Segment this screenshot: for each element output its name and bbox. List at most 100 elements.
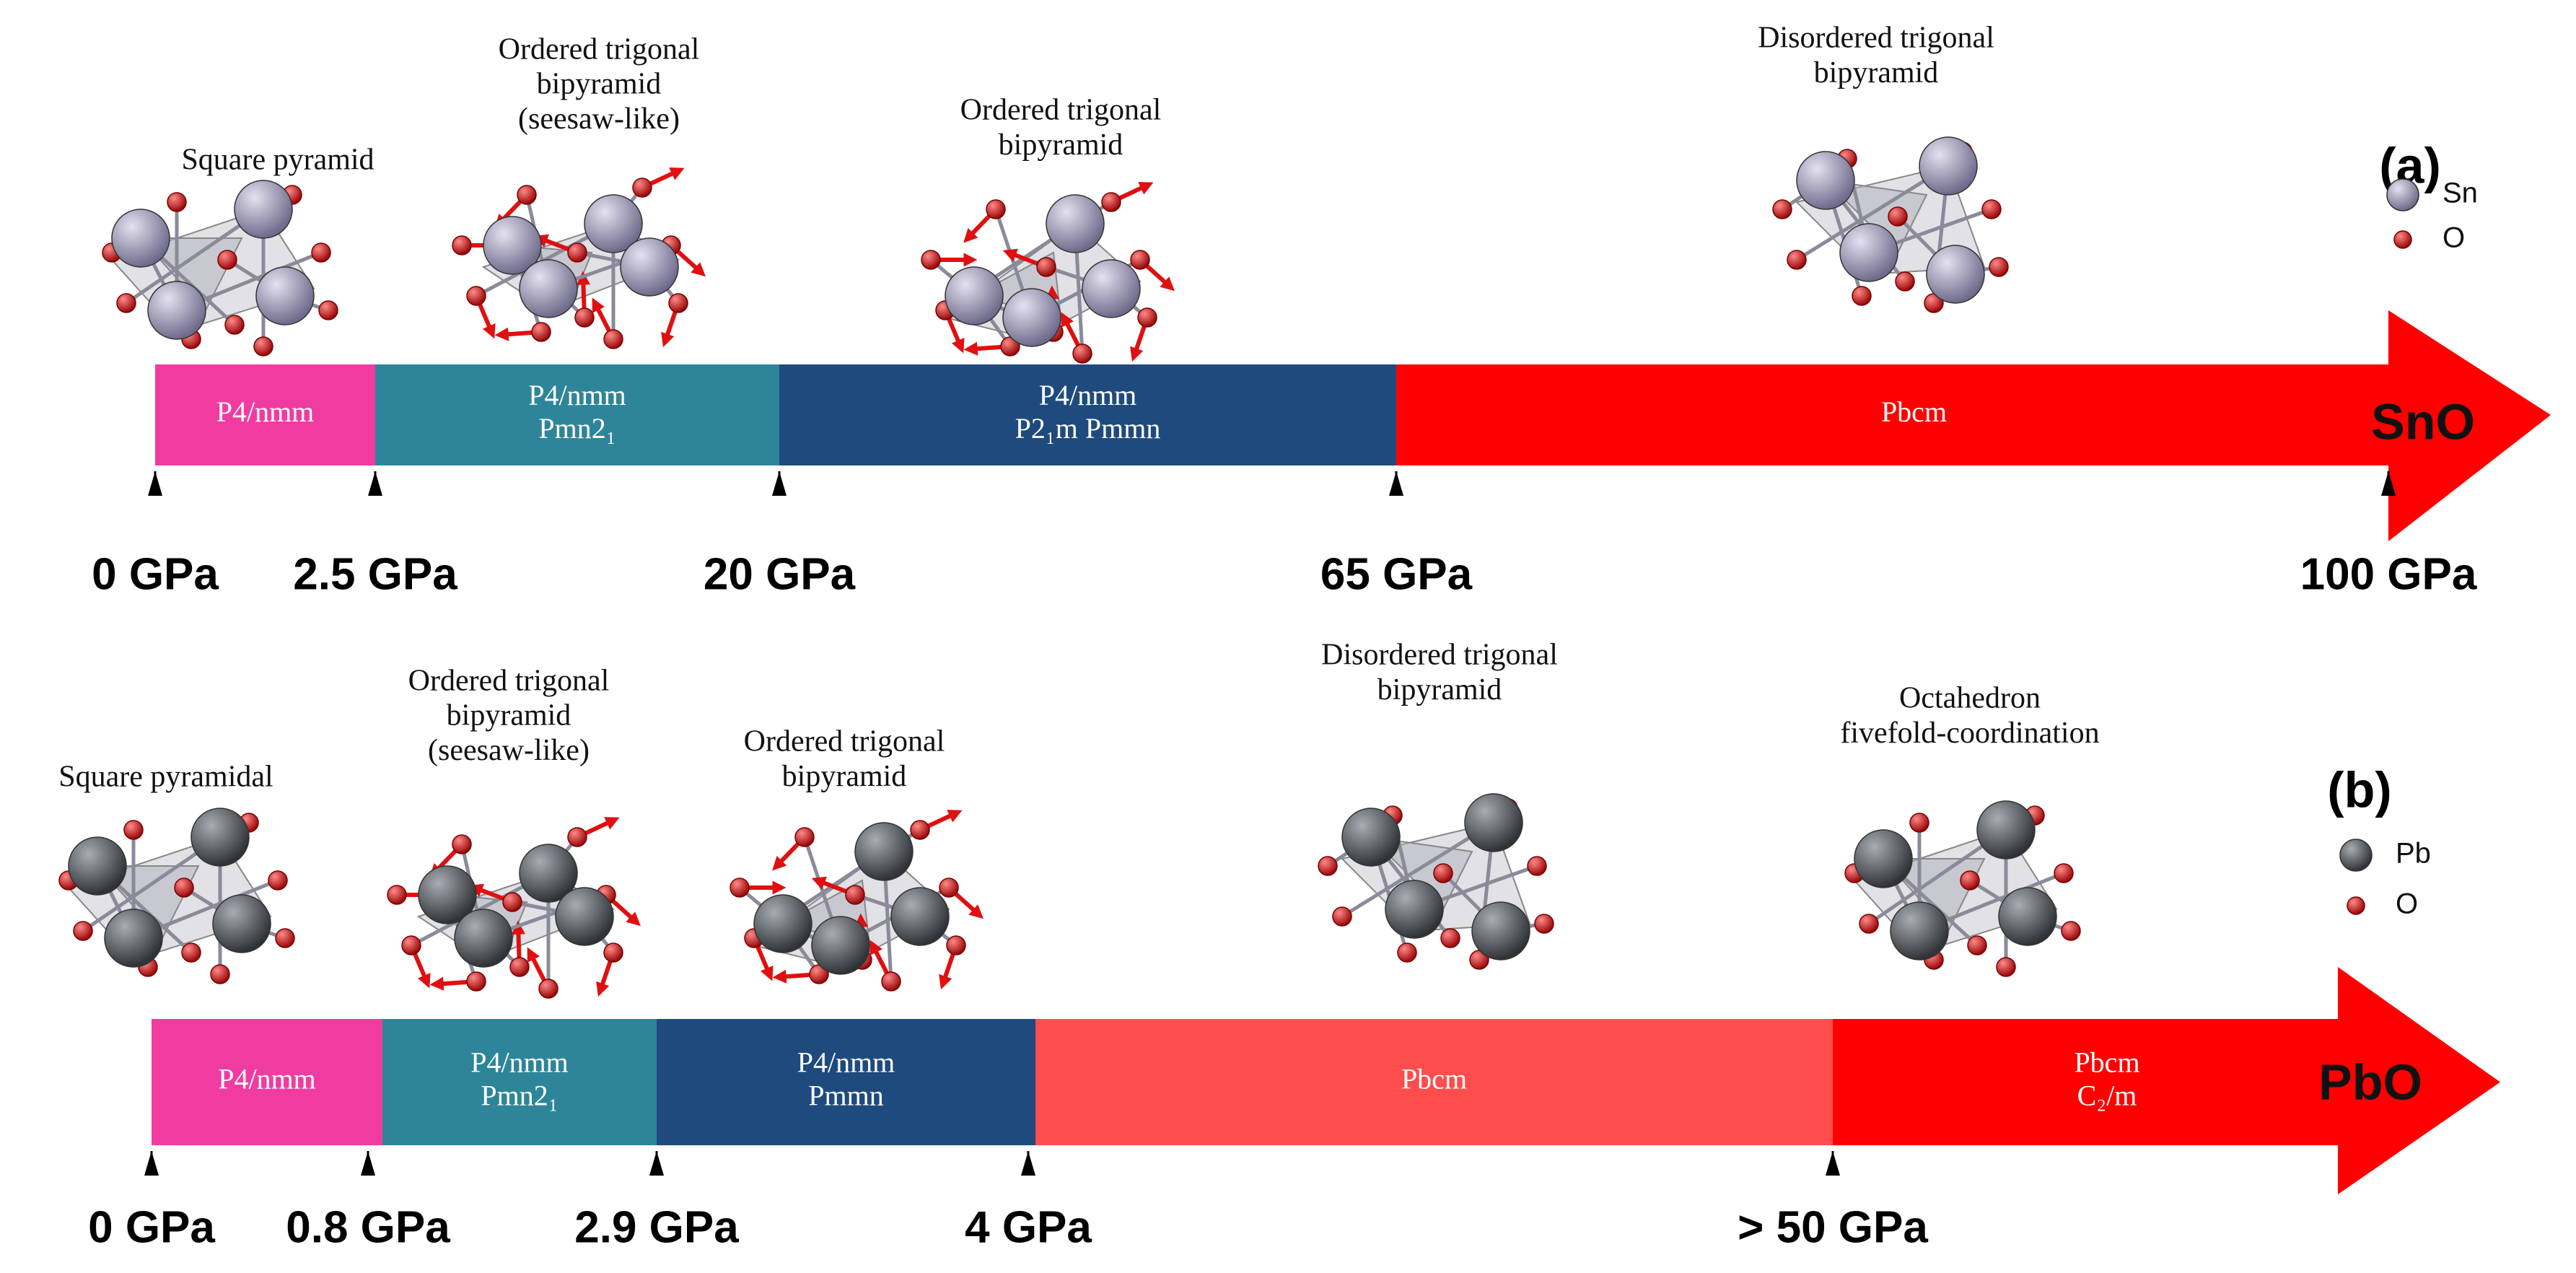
pressure-tick-label: 20 GPa: [704, 549, 856, 599]
pb-atom-icon: [1976, 800, 2036, 859]
o-atom-icon: [1787, 250, 1807, 270]
o-atom-icon: [2347, 896, 2365, 915]
sn-atom-icon: [1002, 288, 1061, 347]
sn-atom-icon: [945, 266, 1004, 325]
o-atom-icon: [1996, 957, 2016, 977]
structure-caption: bipyramid: [999, 128, 1123, 162]
o-atom-icon: [509, 957, 530, 977]
o-atom-icon: [2054, 863, 2074, 883]
structure-caption: bipyramid: [1377, 673, 1502, 707]
sn-atom-icon: [255, 266, 315, 325]
o-atom-icon: [116, 293, 136, 313]
structure-illustration: [1318, 793, 1554, 970]
phase-label: P4/nmm: [528, 379, 626, 411]
structure-caption: Ordered trigonal: [499, 32, 700, 66]
pb-atom-icon: [753, 894, 812, 953]
phase-segment: [152, 1019, 382, 1145]
pb-atom-icon: [454, 909, 513, 968]
o-atom-icon: [1318, 856, 1338, 876]
o-atom-icon: [531, 322, 551, 342]
sn-atom-icon: [1926, 245, 1985, 304]
structure-caption: bipyramid: [537, 68, 662, 101]
sn-atom-icon: [584, 194, 643, 253]
o-atom-icon: [1397, 942, 1417, 963]
pb-atom-icon: [2339, 839, 2373, 872]
structure-caption: (seesaw-like): [518, 102, 680, 136]
coordination-polyhedron: [1881, 858, 1986, 932]
o-atom-icon: [210, 964, 230, 984]
structure-caption: Square pyramid: [181, 144, 374, 177]
phase-label: P4/nmm: [218, 1063, 316, 1095]
structure-caption: bipyramid: [447, 699, 571, 732]
sn-atom-icon: [1046, 194, 1105, 253]
o-atom-icon: [174, 878, 194, 898]
o-atom-icon: [1989, 257, 2009, 277]
o-atom-icon: [632, 178, 652, 198]
o-atom-icon: [73, 921, 93, 941]
structure-caption: bipyramid: [782, 760, 907, 793]
phase-label: Pmn2₁: [481, 1080, 558, 1112]
pressure-tick-label: 0 GPa: [88, 1202, 215, 1252]
phase-label: Pbcm: [1401, 1063, 1467, 1095]
o-atom-icon: [603, 942, 623, 963]
o-atom-icon: [986, 199, 1006, 219]
phase-label: P4/nmm: [216, 395, 315, 428]
o-atom-icon: [253, 336, 273, 356]
legend-label: O: [2443, 222, 2465, 254]
structure-caption: Ordered trigonal: [744, 725, 945, 758]
o-atom-icon: [311, 242, 331, 263]
o-atom-icon: [946, 935, 966, 955]
o-atom-icon: [1895, 271, 1915, 292]
sn-atom-icon: [620, 237, 679, 297]
structure-illustration: [1772, 136, 2009, 313]
o-atom-icon: [1072, 344, 1092, 364]
phase-segment: [779, 364, 1396, 465]
coordination-polyhedron: [139, 237, 243, 312]
pb-atom-icon: [555, 887, 614, 946]
sn-atom-icon: [234, 180, 293, 239]
sn-atom-icon: [147, 281, 206, 340]
pressure-tick-label: 65 GPa: [1320, 549, 1473, 599]
o-atom-icon: [1888, 206, 1908, 227]
sn-atom-icon: [519, 259, 578, 318]
o-atom-icon: [921, 250, 941, 270]
sn-atom-icon: [1796, 151, 1855, 210]
sn-atom-icon: [1839, 223, 1898, 282]
coordination-polyhedron: [95, 865, 200, 940]
o-atom-icon: [1137, 307, 1157, 328]
phase-label: P4/nmm: [797, 1046, 895, 1079]
phase-label: Pmn2₁: [538, 412, 615, 445]
o-atom-icon: [567, 827, 587, 847]
structure-caption: (seesaw-like): [428, 734, 590, 767]
o-atom-icon: [1130, 250, 1150, 270]
o-atom-icon: [275, 928, 295, 948]
o-atom-icon: [466, 286, 486, 306]
phase-label: P4/nmm: [1039, 379, 1137, 411]
o-atom-icon: [1036, 257, 1056, 277]
o-atom-icon: [452, 834, 472, 854]
o-atom-icon: [567, 242, 587, 263]
phase-label: P4/nmm: [470, 1046, 569, 1079]
o-atom-icon: [1981, 199, 2002, 219]
o-atom-icon: [123, 820, 144, 840]
structure-caption: Square pyramidal: [58, 761, 273, 794]
structure-caption: Ordered trigonal: [408, 664, 610, 697]
pb-atom-icon: [212, 894, 271, 953]
o-atom-icon: [1534, 914, 1554, 934]
pb-atom-icon: [1385, 880, 1444, 939]
structure-caption: Ordered trigonal: [960, 93, 1162, 126]
compound-label: SnO: [2371, 393, 2475, 450]
o-atom-icon: [730, 878, 750, 898]
o-atom-icon: [668, 293, 688, 313]
o-atom-icon: [318, 300, 338, 320]
o-atom-icon: [939, 878, 959, 898]
o-atom-icon: [224, 315, 245, 335]
phase-segment: [1035, 1019, 1833, 1145]
o-atom-icon: [1909, 813, 1929, 833]
structure-illustration: [1844, 800, 2081, 977]
pb-atom-icon: [854, 822, 914, 881]
pb-atom-icon: [68, 836, 127, 896]
pressure-tick-label: 0.8 GPa: [286, 1202, 450, 1252]
